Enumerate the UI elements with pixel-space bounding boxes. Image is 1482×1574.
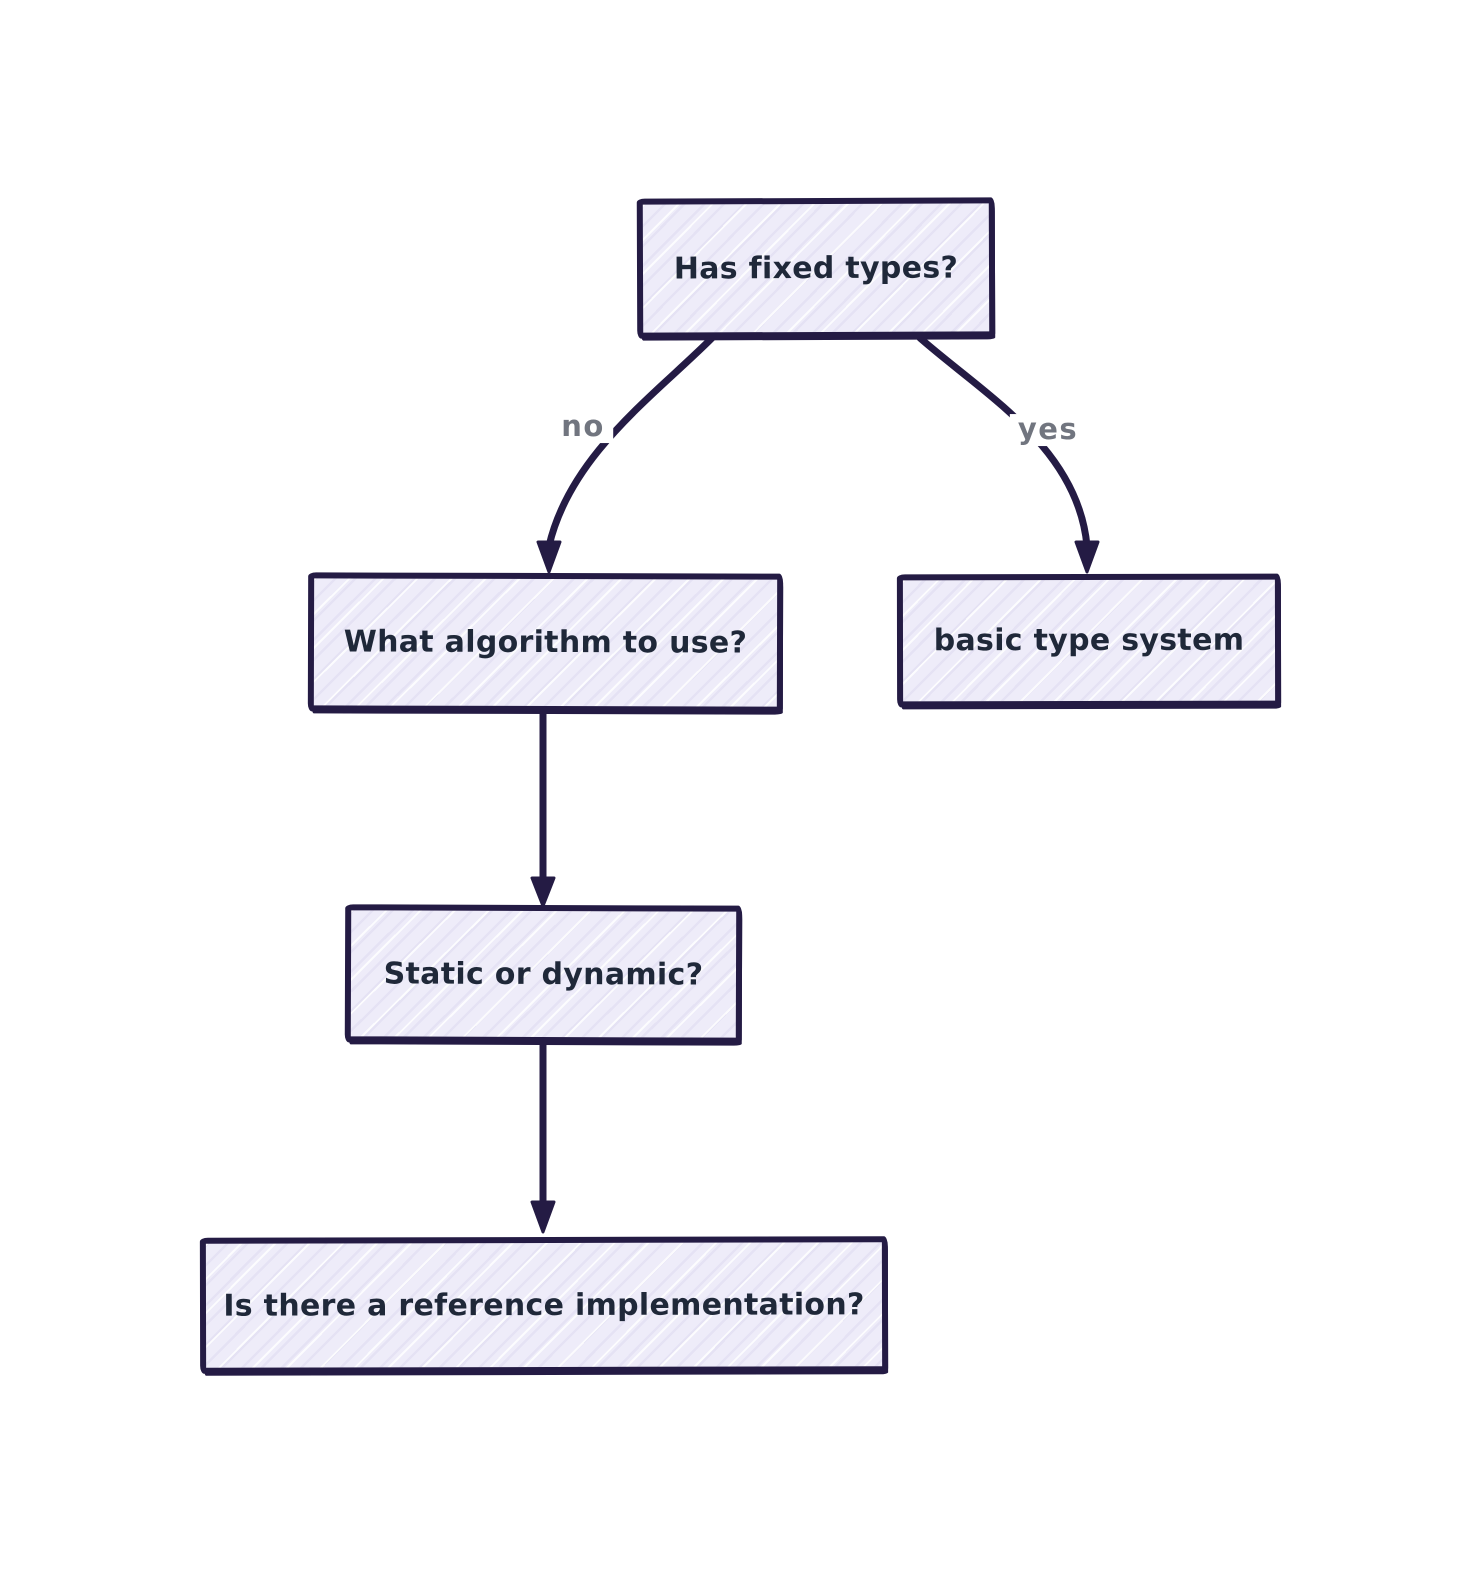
- edge-algorithm-to-static-arrowhead: [530, 876, 556, 908]
- node-what-algorithm[interactable]: What algorithm to use?: [307, 572, 784, 713]
- edge-no-arrow[interactable]: [545, 334, 716, 550]
- edge-no-arrowhead: [536, 540, 562, 574]
- edge-label-no[interactable]: no: [553, 410, 613, 443]
- edge-label-yes[interactable]: yes: [1009, 413, 1087, 446]
- node-label: Has fixed types?: [673, 250, 959, 286]
- node-label: What algorithm to use?: [343, 624, 748, 661]
- node-static-or-dynamic[interactable]: Static or dynamic?: [344, 904, 743, 1044]
- node-has-fixed-types[interactable]: Has fixed types?: [636, 197, 996, 339]
- edge-yes-arrowhead: [1074, 540, 1100, 574]
- node-basic-type-system[interactable]: basic type system: [896, 573, 1282, 708]
- node-label: basic type system: [933, 622, 1245, 659]
- node-reference-implementation[interactable]: Is there a reference implementation?: [199, 1236, 889, 1374]
- node-label: Static or dynamic?: [383, 955, 704, 993]
- node-label: Is there a reference implementation?: [223, 1286, 865, 1324]
- edge-static-to-reference-arrowhead: [530, 1200, 556, 1234]
